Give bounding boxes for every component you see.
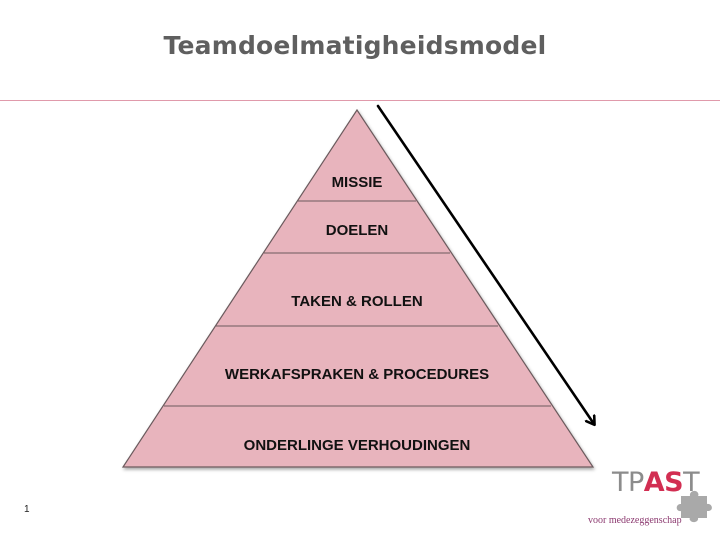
tpast-logo: TPAST voor medezeggenschap [586,466,716,530]
pyramid-shape [121,108,595,468]
title-divider [0,100,720,101]
level-label-doelen: DOELEN [326,222,389,239]
level-label-missie: MISSIE [332,174,383,191]
level-label-werkafspraken: WERKAFSPRAKEN & PROCEDURES [225,366,489,383]
logo-word-prefix: TP [612,467,644,498]
slide-title: Teamdoelmatigheidsmodel [163,31,547,60]
downward-arrow [376,104,594,424]
logo-word-suffix: T [683,467,700,498]
logo-word-highlight: AS [643,467,684,498]
logo-wordmark: TPAST [612,466,700,500]
puzzle-piece-icon [676,490,712,523]
level-label-taken-rollen: TAKEN & ROLLEN [291,293,422,310]
page-number: 1 [24,504,30,515]
level-label-onderlinge-verhoudingen: ONDERLINGE VERHOUDINGEN [244,437,471,454]
logo-tagline: voor medezeggenschap [588,515,682,526]
